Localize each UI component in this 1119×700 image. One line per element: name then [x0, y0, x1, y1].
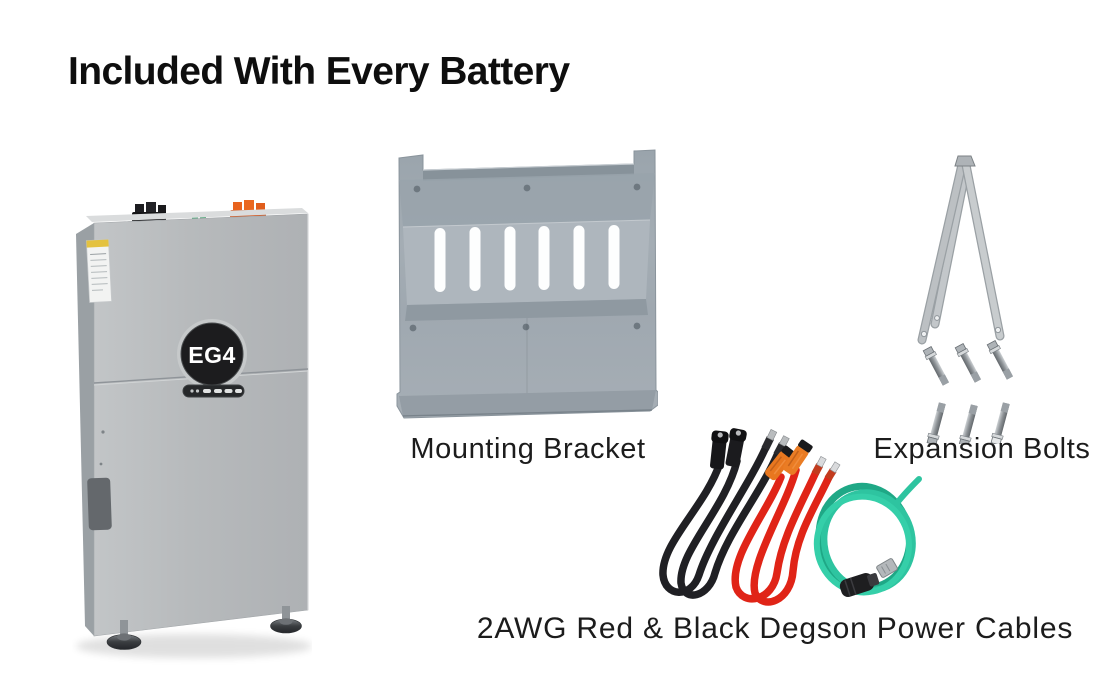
eg4-logo-text: EG4 [188, 342, 236, 368]
battery-front-panel [93, 213, 309, 637]
green-cable-boot [839, 573, 880, 597]
green-cable [813, 476, 922, 596]
eg4-logo: EG4 [177, 319, 247, 389]
bracket-bottom-edge [402, 409, 653, 417]
orange-degson-connector [783, 439, 813, 475]
power-cables-image [635, 415, 925, 620]
battery-side-panel [76, 223, 94, 636]
expansion-bolt [922, 346, 950, 386]
bracket-top-lip [423, 164, 634, 181]
bracket-slots [434, 225, 620, 292]
side-screw [101, 430, 105, 434]
bracket-lip-highlight [422, 163, 635, 171]
bracket-holes [409, 183, 641, 332]
expansion-bolt [986, 340, 1014, 380]
battery-foot [270, 606, 302, 634]
black-degson-connector [725, 428, 747, 468]
mounting-bracket-image [396, 148, 658, 420]
spec-label-sticker [86, 239, 112, 303]
battery-top-edge [86, 208, 308, 222]
expansion-bolts-image [905, 148, 1055, 444]
green-cable-connector [876, 558, 898, 578]
page-title: Included With Every Battery [68, 50, 570, 93]
power-cables-illustration [659, 428, 922, 606]
expansion-bolts-label: Expansion Bolts [873, 433, 1091, 465]
battery-foot [106, 620, 142, 650]
side-screw [99, 462, 103, 466]
red-cable-lug [811, 456, 827, 476]
expansion-bolts-illustration [917, 155, 1014, 444]
black-cable [659, 443, 782, 599]
bracket-lower-fold [405, 299, 648, 321]
expansion-bolt [990, 402, 1010, 444]
expansion-bolt [954, 343, 982, 383]
black-cable-lug [761, 429, 778, 451]
led-indicator [182, 384, 245, 398]
bracket-fold-highlight [402, 219, 651, 228]
black-cable-lug [773, 435, 790, 457]
power-cables-label: 2AWG Red & Black Degson Power Cables [476, 612, 1074, 645]
battery-illustration: EG4 [76, 200, 312, 658]
bracket-middle-panel [403, 220, 650, 305]
red-cable [731, 466, 833, 606]
mounting-bracket-illustration [396, 149, 658, 419]
expansion-bolt [926, 402, 946, 444]
mounting-bracket-label: Mounting Bracket [410, 433, 646, 465]
expansion-bolt [958, 404, 978, 444]
bracket-bottom-flange [399, 390, 656, 416]
black-degson-connector [709, 430, 729, 470]
red-cable-lug [824, 461, 841, 481]
bracket-upper-face [399, 173, 655, 227]
battery-product-image: EG4 [72, 196, 312, 668]
side-handle-recess [87, 477, 112, 531]
mounting-straps [917, 155, 1005, 345]
